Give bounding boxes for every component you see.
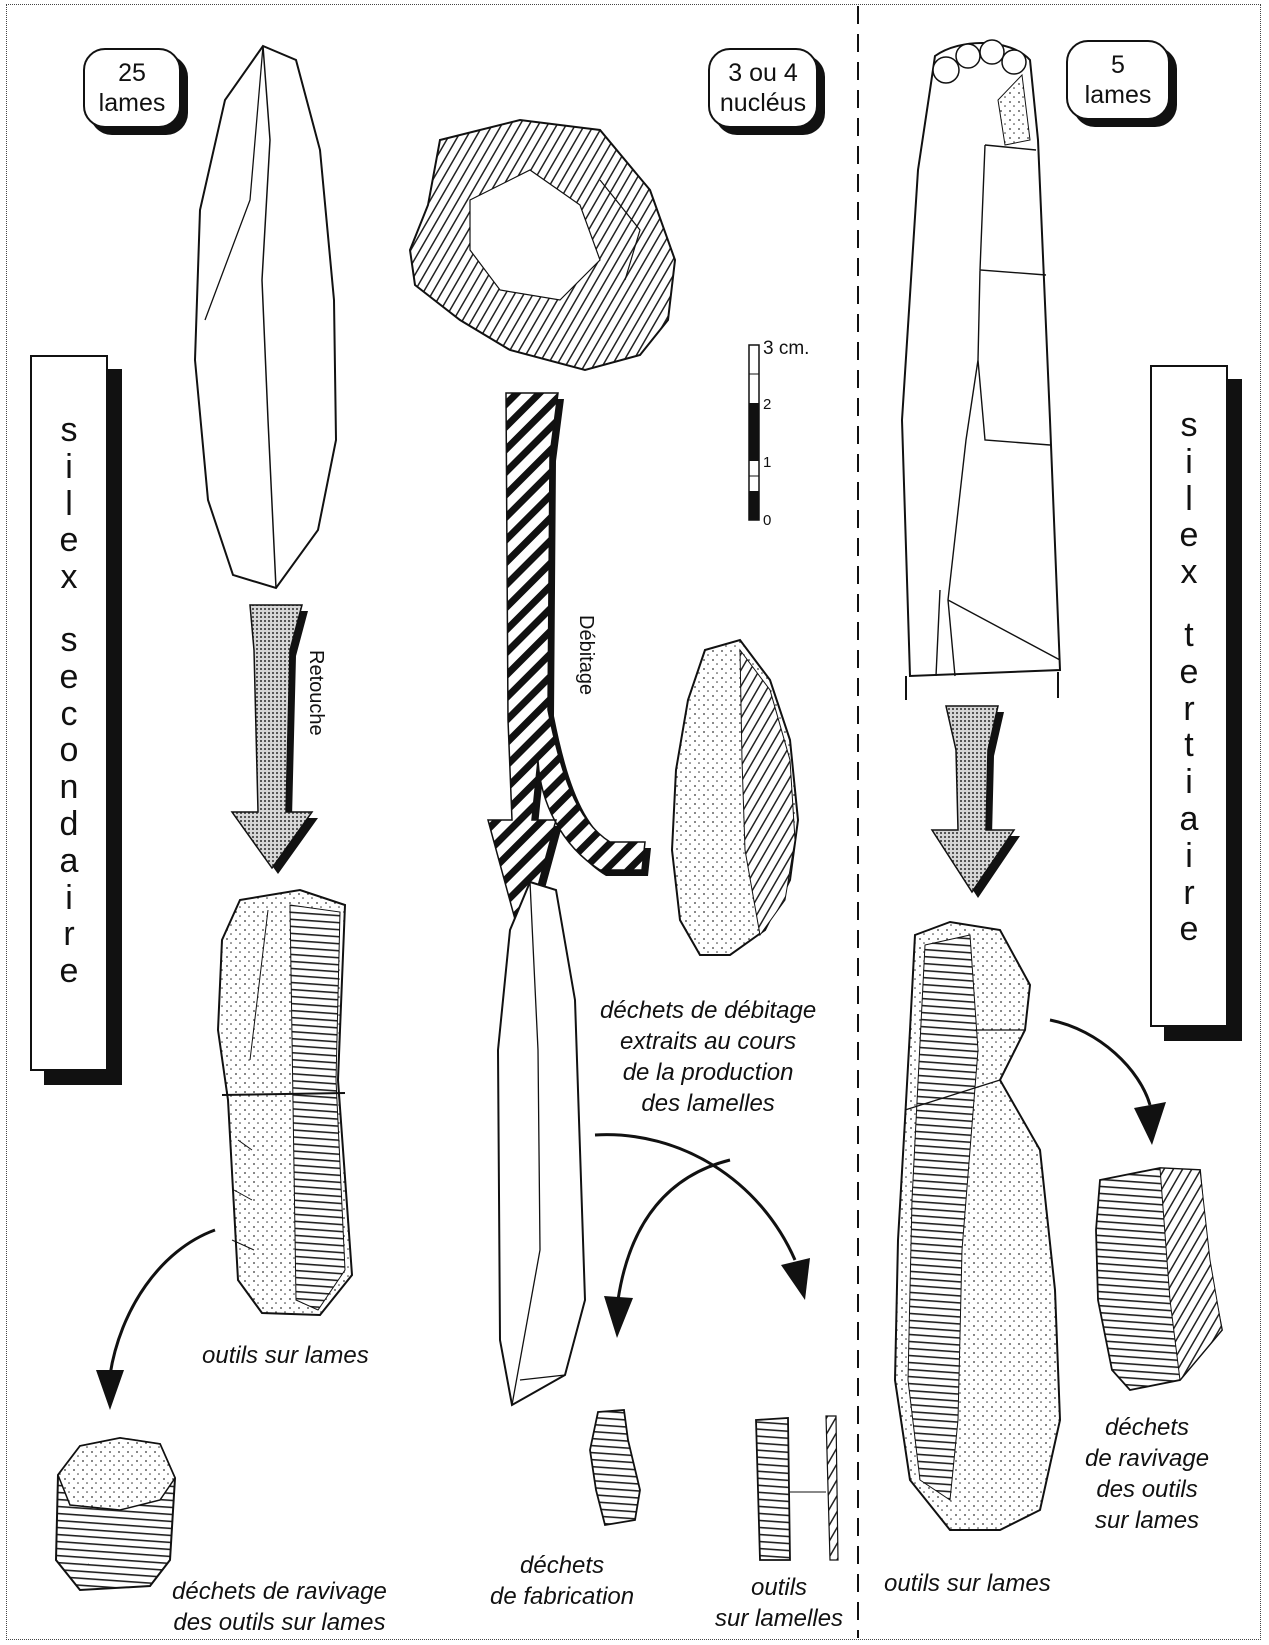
letter: r — [49, 916, 89, 953]
letter: o — [49, 732, 89, 769]
letter: t — [1169, 617, 1209, 654]
caption-debitage-waste: déchets de débitage extraits au cours de… — [600, 995, 816, 1119]
letter: s — [49, 622, 89, 659]
debitage-arrow — [488, 393, 651, 951]
ravivage-waste-left — [56, 1438, 175, 1590]
debitage-label: Débitage — [574, 615, 597, 695]
retouche-label: Retouche — [304, 650, 327, 736]
arrow-head-ravivage-right — [1134, 1102, 1166, 1145]
caption-fabrication-waste: déchets de fabrication — [490, 1550, 634, 1612]
word-gap — [1169, 591, 1209, 617]
retouche-arrow-right — [932, 706, 1020, 898]
caption-line: déchets — [1085, 1412, 1209, 1443]
scale-label-3cm: 3 cm. — [763, 338, 809, 360]
caption-line: de fabrication — [490, 1581, 634, 1612]
letter: d — [49, 806, 89, 843]
tool-blade-left — [218, 890, 352, 1315]
caption-resharpening-waste-left: déchets de ravivage des outils sur lames — [172, 1576, 387, 1638]
material-label-right: s i l e x t e r t i a i r e — [1150, 365, 1228, 1027]
blade-count-value: 25 — [85, 58, 179, 88]
bladelet-tools-drawing — [756, 1416, 838, 1560]
letter: x — [1169, 554, 1209, 591]
caption-line: déchets de débitage — [600, 995, 816, 1026]
debitage-waste-drawing — [672, 640, 798, 955]
letter: s — [49, 412, 89, 449]
caption-line: des lamelles — [600, 1088, 816, 1119]
blade-count-unit: lames — [1068, 80, 1168, 110]
caption-line: des outils sur lames — [172, 1607, 387, 1638]
letter: l — [1169, 481, 1209, 518]
caption-line: de ravivage — [1085, 1443, 1209, 1474]
letter: r — [1169, 875, 1209, 912]
letter: e — [1169, 654, 1209, 691]
caption-tools-on-blades-right: outils sur lames — [884, 1568, 1051, 1599]
caption-line: des outils — [1085, 1474, 1209, 1505]
retouche-arrow — [232, 605, 318, 874]
blade-count-badge-right: 5 lames — [1066, 40, 1170, 120]
tool-blade-right — [895, 922, 1060, 1530]
blade-count-value: 5 — [1068, 50, 1168, 80]
scale-label-2: 2 — [763, 396, 771, 413]
caption-tools-on-blades-left: outils sur lames — [202, 1340, 369, 1371]
blade-outline-right — [902, 40, 1060, 700]
word-gap — [49, 596, 89, 622]
caption-line: de la production — [600, 1057, 816, 1088]
blade-count-badge-left: 25 lames — [83, 48, 181, 128]
caption-resharpening-waste-right: déchets de ravivage des outils sur lames — [1085, 1412, 1209, 1536]
letter: e — [49, 659, 89, 696]
caption-line: outils — [715, 1572, 843, 1603]
arrow-head-ravivage-left — [96, 1370, 124, 1410]
nucleus-count-badge: 3 ou 4 nucléus — [708, 48, 818, 128]
letter: i — [49, 880, 89, 917]
letter: i — [1169, 764, 1209, 801]
letter: x — [49, 559, 89, 596]
scale-label-0: 0 — [763, 512, 771, 529]
nucleus-drawing — [410, 120, 675, 370]
blade-outline-left — [195, 46, 336, 588]
letter: e — [1169, 911, 1209, 948]
letter: e — [49, 953, 89, 990]
letter: a — [49, 843, 89, 880]
letter: e — [49, 522, 89, 559]
fabrication-waste-drawing — [590, 1410, 640, 1525]
caption-line: sur lamelles — [715, 1603, 843, 1634]
letter: i — [1169, 838, 1209, 875]
caption-line: déchets de ravivage — [172, 1576, 387, 1607]
scale-bar — [749, 345, 759, 520]
arrow-head-fabrication — [604, 1296, 633, 1338]
arrow-head-lamelles — [781, 1258, 810, 1300]
letter: e — [1169, 517, 1209, 554]
caption-line: déchets — [490, 1550, 634, 1581]
letter: i — [49, 449, 89, 486]
letter: c — [49, 696, 89, 733]
caption-line: extraits au cours — [600, 1026, 816, 1057]
letter: a — [1169, 801, 1209, 838]
caption-bladelet-tools: outils sur lamelles — [715, 1572, 843, 1634]
bladelet-outline — [498, 882, 585, 1405]
scale-label-1: 1 — [763, 454, 771, 471]
nucleus-count-value: 3 ou 4 — [710, 58, 816, 88]
caption-line: sur lames — [1085, 1505, 1209, 1536]
material-label-left: s i l e x s e c o n d a i r e — [30, 355, 108, 1071]
letter: l — [49, 486, 89, 523]
letter: s — [1169, 407, 1209, 444]
nucleus-count-unit: nucléus — [710, 88, 816, 118]
letter: r — [1169, 691, 1209, 728]
letter: i — [1169, 444, 1209, 481]
letter: n — [49, 769, 89, 806]
blade-count-unit: lames — [85, 88, 179, 118]
ravivage-waste-right — [1096, 1168, 1222, 1390]
letter: t — [1169, 727, 1209, 764]
